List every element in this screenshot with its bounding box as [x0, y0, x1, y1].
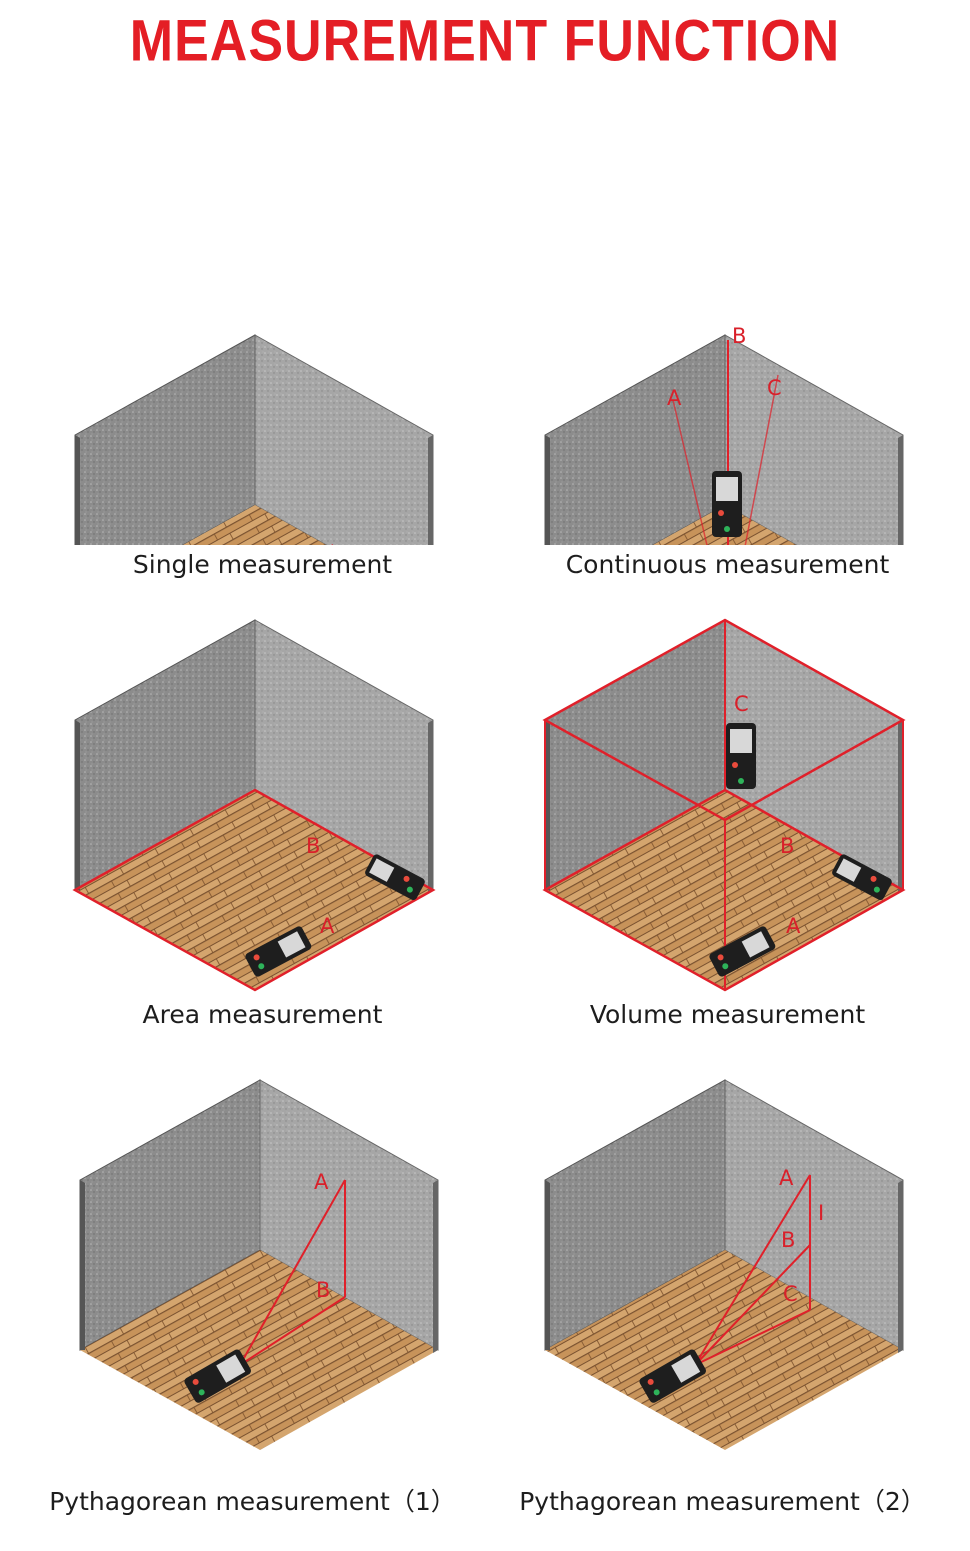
label-c: C	[767, 376, 782, 400]
label-a: A	[314, 1170, 329, 1194]
laser-device-a	[709, 926, 776, 977]
label-c: C	[783, 1282, 798, 1306]
panel-single-measurement: A	[0, 165, 485, 595]
laser-line-a	[239, 1179, 346, 1366]
panel-continuous-measurement: A B C	[470, 165, 955, 595]
laser-line-b	[239, 1296, 346, 1366]
laser-device-b	[365, 854, 425, 901]
caption-continuous: Continuous measurement	[565, 550, 890, 579]
laser-line-c	[744, 374, 779, 545]
label-i: I	[818, 1201, 824, 1225]
laser-line-a	[672, 399, 708, 545]
area-outline	[72, 788, 436, 992]
laser-line-b	[694, 1244, 811, 1366]
label-b: B	[732, 324, 746, 348]
laser-line-a	[694, 1174, 811, 1366]
label-b: B	[781, 1228, 795, 1252]
caption-single: Single measurement	[132, 550, 393, 579]
label-a: A	[320, 914, 335, 938]
laser-device	[639, 1349, 706, 1403]
room-illustration: A B	[72, 619, 436, 992]
caption-pythagorean-2: Pythagorean measurement（2）	[519, 1487, 926, 1516]
label-a: A	[779, 1166, 794, 1190]
room-illustration: A B C I	[544, 1079, 904, 1450]
panel-pythagorean-1: A B	[0, 1075, 485, 1505]
laser-device	[712, 471, 742, 537]
label-b: B	[780, 834, 794, 858]
label-a: A	[667, 386, 682, 410]
room-illustration: A B C	[544, 324, 904, 545]
room-illustration: A B C	[542, 618, 906, 992]
label-b: B	[316, 1278, 330, 1302]
panel-pythagorean-2: A B C I	[470, 1075, 955, 1505]
label-b: B	[306, 834, 320, 858]
panel-volume-measurement: A B C	[470, 615, 955, 1045]
room-illustration: A B	[79, 1079, 439, 1450]
page-title: MEASUREMENT FUNCTION	[129, 9, 841, 75]
caption-area: Area measurement	[142, 1000, 383, 1029]
label-c: C	[734, 692, 749, 716]
laser-device-c	[726, 723, 756, 789]
laser-device-b	[832, 854, 892, 901]
laser-device-a	[245, 926, 312, 977]
caption-volume: Volume measurement	[589, 1000, 866, 1029]
panel-area-measurement: A B	[0, 615, 485, 1045]
laser-line-c	[694, 1309, 811, 1366]
label-a: A	[786, 914, 801, 938]
room-illustration: A	[74, 334, 434, 545]
caption-pythagorean-1: Pythagorean measurement（1）	[49, 1487, 456, 1516]
laser-device	[184, 1349, 251, 1403]
